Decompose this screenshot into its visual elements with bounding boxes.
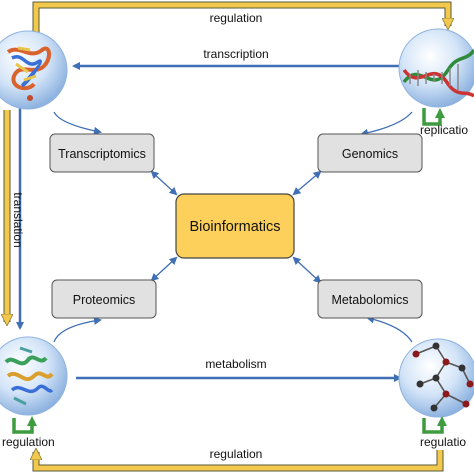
proteomics-box: Proteomics — [51, 279, 157, 319]
transcriptomics-bioinformatics-link — [150, 170, 178, 196]
regulation-left-label: regulation — [2, 435, 55, 449]
bioinformatics-box: Bioinformatics — [175, 193, 295, 259]
genomics-label: Genomics — [342, 147, 398, 161]
protein-structure-icon — [4, 346, 54, 406]
genomics-bioinformatics-link — [292, 170, 322, 196]
metabolite-sphere — [398, 338, 474, 418]
rna-to-transcriptomics-arrow — [53, 111, 102, 135]
metabolite-to-metabolomics-arrow — [366, 315, 413, 343]
replication-label: replicatio — [420, 123, 468, 137]
metabolic-network-icon — [412, 342, 474, 412]
proteomics-label: Proteomics — [73, 293, 136, 307]
proteomics-bioinformatics-link — [150, 256, 178, 282]
dna-sphere — [398, 28, 474, 108]
genomics-box: Genomics — [317, 133, 423, 173]
regulation-left-cycle-arrow — [12, 416, 37, 434]
regulation-right-label: regulatio — [420, 435, 466, 449]
rna-sphere — [0, 30, 68, 110]
regulation-bottom-arrow — [36, 450, 444, 472]
protein-to-proteomics-arrow — [53, 316, 102, 343]
bioinformatics-label: Bioinformatics — [189, 219, 280, 235]
regulation-top-arrow — [32, 1, 448, 34]
translation-label: translation — [11, 192, 25, 247]
protein-sphere — [0, 336, 68, 416]
metabolomics-bioinformatics-link — [292, 256, 322, 284]
replication-cycle-arrow — [422, 108, 445, 126]
dna-to-genomics-arrow — [360, 111, 413, 137]
regulation-right-cycle-arrow — [422, 416, 447, 434]
transcription-label: transcription — [203, 47, 268, 61]
rna-structure-icon — [6, 46, 51, 101]
transcriptomics-label: Transcriptomics — [58, 147, 146, 161]
regulation-top-label: regulation — [210, 11, 263, 25]
regulation-bottom-label: regulation — [210, 447, 263, 461]
metabolomics-label: Metabolomics — [331, 293, 408, 307]
transcriptomics-box: Transcriptomics — [49, 133, 155, 173]
metabolism-label: metabolism — [205, 357, 266, 371]
metabolomics-box: Metabolomics — [317, 279, 423, 319]
dna-helix-icon — [402, 48, 474, 98]
